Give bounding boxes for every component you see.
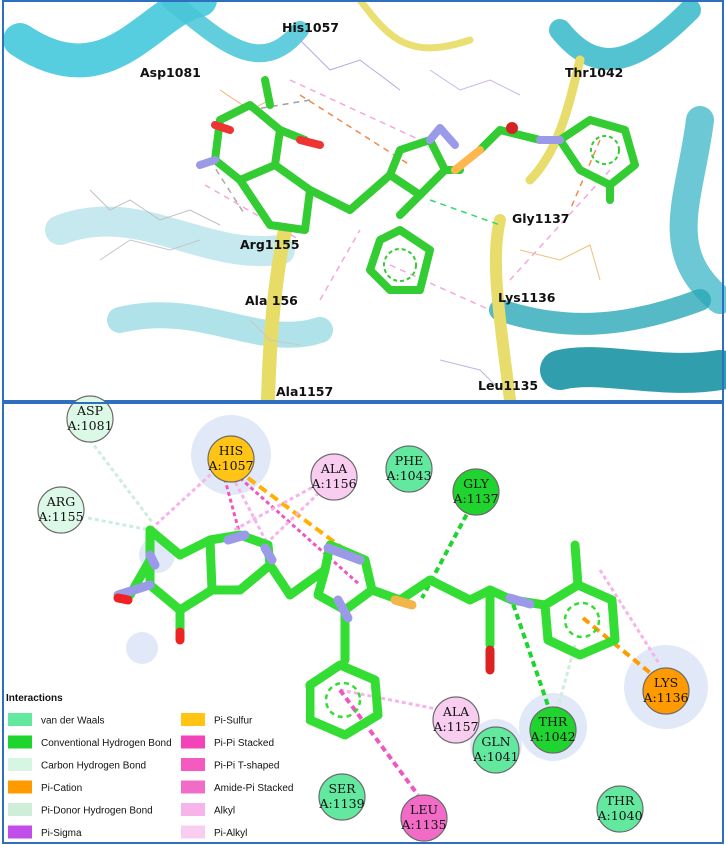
residue-thr1040: THR A:1040 (596, 785, 644, 833)
residue-leu1135-name: LEU (410, 802, 438, 817)
residue-arg1155-chain: A:1155 (37, 509, 83, 524)
residue-ala1157-chain: A:1157 (432, 719, 478, 734)
legend-swatch (8, 803, 32, 816)
legend-label: Pi-Sigma (41, 828, 82, 839)
top-panel-border (2, 0, 724, 402)
residue-thr1042-name: THR (539, 714, 568, 729)
legend-swatch (181, 803, 205, 816)
residue-discs: ASP A:1081 ARG A:1155 HIS A:1057 ALA A:1… (37, 395, 690, 842)
residue-gly1137: GLY A:1137 (452, 468, 500, 516)
top-panel-3d-view: His1057 Asp1081 Thr1042 Gly1137 Arg1155 … (0, 0, 726, 407)
label-arg1155: Arg1155 (240, 237, 300, 252)
label-gly1137: Gly1137 (512, 211, 569, 226)
residue-gln1041-chain: A:1041 (472, 749, 518, 764)
label-ala1156: Ala 156 (245, 293, 298, 308)
legend-swatch (8, 735, 32, 749)
legend-label: Pi-Pi T-shaped (214, 761, 279, 772)
residue-his1057-chain: A:1057 (207, 458, 253, 473)
residue-lys1136-chain: A:1136 (642, 690, 688, 705)
label-thr1042: Thr1042 (565, 65, 623, 80)
legend-swatch (181, 825, 205, 839)
ligand-3d-inner-rings (383, 135, 620, 282)
legend-swatch (8, 825, 32, 839)
bottom-panel-2d-diagram: ASP A:1081 ARG A:1155 HIS A:1057 ALA A:1… (0, 395, 726, 845)
carbonyl-oxygen-atom (506, 122, 518, 134)
legend-label: Pi-Sulfur (214, 716, 253, 727)
residue-ala1157: ALA A:1157 (432, 696, 480, 744)
residue-ala1156: ALA A:1156 (310, 453, 358, 501)
legend-label: Conventional Hydrogen Bond (41, 738, 172, 749)
residue-ser1139-chain: A:1139 (318, 796, 364, 811)
residue-asp1081-name: ASP (76, 403, 103, 418)
residue-sidechains (89, 39, 601, 391)
residue-thr1042-chain: A:1042 (529, 729, 575, 744)
residue-gly1137-chain: A:1137 (452, 491, 498, 506)
residue-ala1157-name: ALA (442, 704, 470, 719)
legend-label: Pi-Alkyl (214, 828, 247, 839)
residue-his1057-name: HIS (219, 443, 243, 458)
label-asp1081: Asp1081 (140, 65, 201, 80)
legend-label: Pi-Donor Hydrogen Bond (41, 806, 153, 817)
legend-swatch (8, 758, 32, 771)
legend-label: van der Waals (41, 716, 105, 727)
legend-swatch (181, 713, 205, 726)
ligand-2d-sticks (113, 525, 620, 740)
legend-label: Pi-Pi Stacked (214, 738, 274, 749)
legend-swatch (181, 758, 205, 771)
residue-arg1155: ARG A:1155 (37, 486, 85, 534)
label-ala1157: Ala1157 (276, 384, 333, 399)
residue-thr1042: THR A:1042 (529, 706, 577, 754)
residue-gln1041: GLN A:1041 (472, 726, 520, 774)
legend-background (2, 688, 306, 840)
residue-ser1139-name: SER (328, 781, 356, 796)
legend-title: Interactions (6, 693, 63, 704)
residue-lys1136-name: LYS (654, 675, 678, 690)
residue-ala1156-chain: A:1156 (310, 476, 356, 491)
protein-ribbons (3, 0, 726, 407)
legend-swatch (181, 780, 205, 794)
residue-phe1043-name: PHE (395, 453, 423, 468)
residue-phe1043: PHE A:1043 (385, 445, 433, 493)
residue-arg1155-name: ARG (46, 494, 75, 509)
residue-leu1135: LEU A:1135 (400, 794, 448, 842)
residue-ala1156-name: ALA (320, 461, 348, 476)
legend-label: Alkyl (214, 806, 235, 817)
residue-thr1040-name: THR (606, 793, 635, 808)
bottom-panel-border (2, 402, 724, 844)
label-leu1135: Leu1135 (478, 378, 538, 393)
ligand-3d-sticks (196, 76, 639, 294)
legend-swatch (8, 713, 32, 726)
legend-swatch (8, 780, 32, 794)
residue-thr1040-chain: A:1040 (596, 808, 642, 823)
ligand-2d-heteroatoms (113, 530, 535, 675)
residue-ser1139: SER A:1139 (318, 773, 366, 821)
legend-label: Amide-Pi Stacked (214, 783, 293, 794)
top-residue-labels: His1057 Asp1081 Thr1042 Gly1137 Arg1155 … (140, 20, 623, 399)
residue-asp1081-chain: A:1081 (66, 418, 112, 433)
legend-label: Carbon Hydrogen Bond (41, 761, 146, 772)
residue-gly1137-name: GLY (463, 476, 489, 491)
label-his1057: His1057 (282, 20, 339, 35)
residue-leu1135-chain: A:1135 (400, 817, 446, 832)
residue-asp1081: ASP A:1081 (66, 395, 114, 443)
label-lys1136: Lys1136 (498, 290, 556, 305)
residue-gln1041-name: GLN (481, 734, 510, 749)
ligand-2d-aromatic-rings (324, 601, 601, 719)
residue-lys1136: LYS A:1136 (642, 667, 690, 715)
legend-swatch (181, 735, 205, 749)
residue-phe1043-chain: A:1043 (385, 468, 431, 483)
residue-his1057: HIS A:1057 (207, 435, 255, 483)
legend-label: Pi-Cation (41, 783, 82, 794)
